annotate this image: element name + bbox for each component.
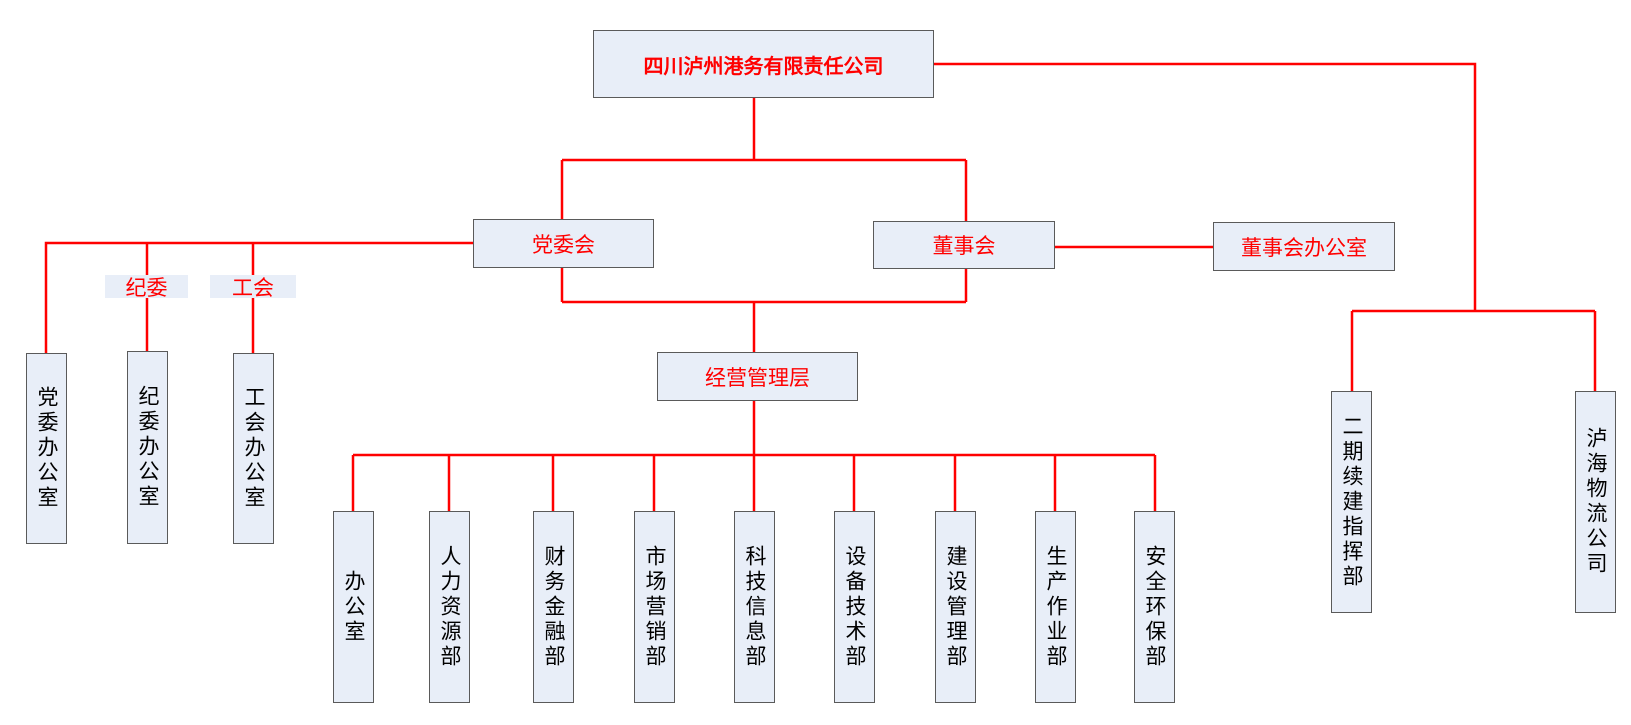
union-office-label: 工会办公室 — [242, 386, 266, 511]
dept-construction-box: 建设管理部 — [935, 511, 976, 703]
union-tag: 工会 — [210, 275, 296, 300]
dept-equipment-box: 设备技术部 — [834, 511, 875, 703]
dept-hr-label: 人力资源部 — [438, 544, 462, 670]
dept-production-box: 生产作业部 — [1035, 511, 1076, 703]
management-label: 经营管理层 — [705, 365, 810, 390]
board-box: 董事会 — [873, 221, 1055, 269]
party-committee-label: 党委会 — [532, 232, 595, 257]
phase2-hq-label: 二期续建指挥部 — [1340, 414, 1364, 590]
luhai-logistics-label: 泸海物流公司 — [1584, 427, 1608, 577]
dept-it-box: 科技信息部 — [734, 511, 775, 703]
dept-marketing-label: 市场营销部 — [643, 544, 667, 670]
company-root-box: 四川泸州港务有限责任公司 — [593, 30, 934, 98]
party-committee-box: 党委会 — [473, 219, 654, 268]
discipline-office-box: 纪委办公室 — [127, 351, 168, 544]
board-label: 董事会 — [932, 234, 996, 258]
board-office-label: 董事会办公室 — [1241, 235, 1367, 260]
board-office-box: 董事会办公室 — [1213, 222, 1395, 271]
dept-finance-label: 财务金融部 — [542, 544, 566, 670]
dept-general-office-label: 办公室 — [342, 569, 366, 645]
party-office-label: 党委办公室 — [35, 386, 59, 511]
luhai-logistics-box: 泸海物流公司 — [1575, 391, 1616, 613]
dept-general-office-box: 办公室 — [333, 511, 374, 703]
dept-safety-label: 安全环保部 — [1143, 544, 1167, 670]
union-tag-label: 工会 — [232, 275, 274, 300]
dept-it-label: 科技信息部 — [743, 544, 767, 670]
discipline-tag-label: 纪委 — [125, 275, 168, 300]
dept-hr-box: 人力资源部 — [429, 511, 470, 703]
dept-equipment-label: 设备技术部 — [843, 544, 867, 670]
dept-safety-box: 安全环保部 — [1134, 511, 1175, 703]
management-box: 经营管理层 — [657, 352, 858, 401]
company-root-label: 四川泸州港务有限责任公司 — [643, 53, 884, 78]
dept-marketing-box: 市场营销部 — [634, 511, 675, 703]
dept-construction-label: 建设管理部 — [944, 544, 968, 670]
phase2-hq-box: 二期续建指挥部 — [1331, 391, 1372, 613]
party-office-box: 党委办公室 — [26, 353, 67, 544]
dept-production-label: 生产作业部 — [1044, 544, 1068, 670]
discipline-office-label: 纪委办公室 — [136, 385, 160, 510]
dept-finance-box: 财务金融部 — [533, 511, 574, 703]
union-office-box: 工会办公室 — [233, 353, 274, 544]
discipline-tag: 纪委 — [105, 275, 188, 300]
